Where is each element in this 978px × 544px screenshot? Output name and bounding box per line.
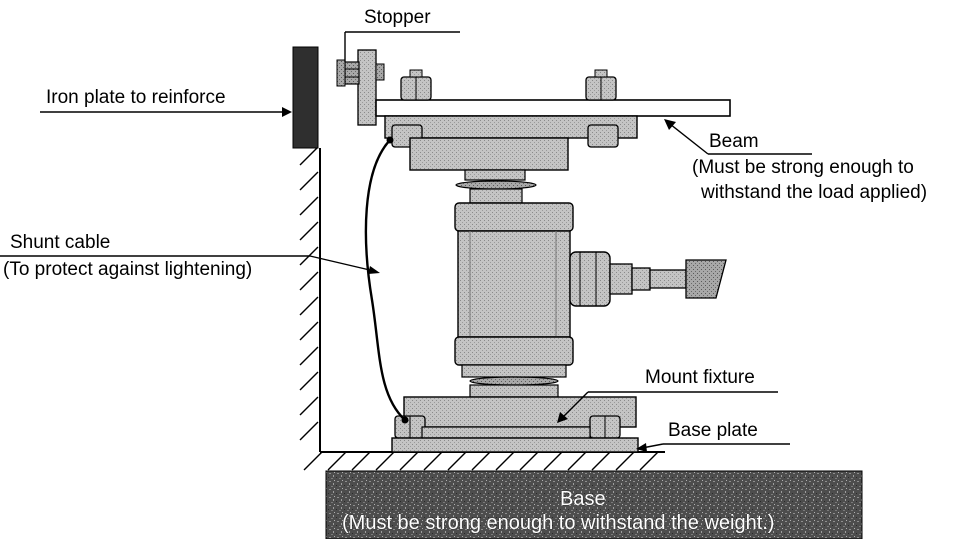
- shunt-cable-label: Shunt cable: [10, 232, 111, 253]
- load-cell: [454, 202, 727, 366]
- floor: [303, 451, 665, 471]
- stopper: [336, 49, 385, 126]
- base-label: Base: [560, 488, 606, 510]
- shunt-note-label: (To protect against lightening): [3, 259, 253, 280]
- wall: [299, 146, 321, 452]
- beam-note-label: (Must be strong enough to: [692, 157, 914, 178]
- mount-fixture: [394, 396, 637, 439]
- mount-fixture-label: Mount fixture: [645, 367, 755, 388]
- top-fixture: [384, 115, 638, 204]
- base-block: [325, 470, 863, 540]
- iron-plate-label: Iron plate to reinforce: [46, 87, 226, 108]
- beam-label: Beam: [709, 131, 759, 152]
- base-note-label: (Must be strong enough to withstand the …: [342, 512, 775, 534]
- lower-rings: [461, 364, 567, 398]
- iron-plate: [292, 46, 319, 149]
- stopper-label: Stopper: [364, 7, 431, 28]
- base-plate: [391, 437, 639, 453]
- leader-lines: [0, 31, 812, 452]
- beam-note-label-2: withstand the load applied): [701, 182, 928, 203]
- shunt-cable: [364, 139, 406, 421]
- beam: [375, 69, 731, 117]
- base-plate-label: Base plate: [668, 420, 758, 441]
